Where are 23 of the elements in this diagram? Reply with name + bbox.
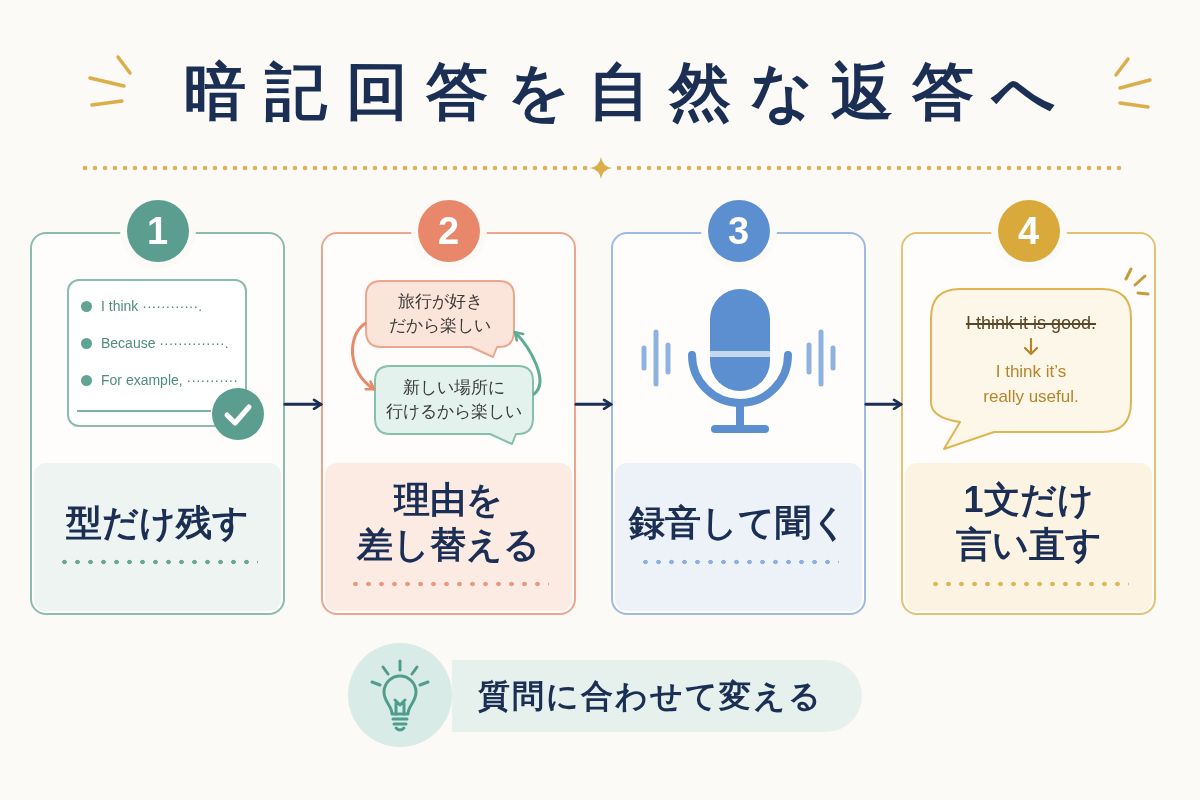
speech-bubble: [930, 288, 1132, 450]
step-title: 理由を差し替える: [357, 478, 540, 567]
tip-text: 質問に合わせて変える: [478, 677, 824, 716]
bubble-text: 旅行が好きだから楽しい: [389, 290, 491, 337]
arrow: [574, 398, 613, 411]
corrected-sentence: I think it’s really useful.: [982, 361, 1080, 408]
arrow: [351, 322, 376, 391]
speech-bubble: [365, 280, 515, 358]
template-line: I think ············.: [101, 297, 203, 316]
tip-banner: [452, 660, 862, 732]
step-title: 1文だけ言い直す: [955, 478, 1102, 567]
speech-bubble: [374, 365, 534, 445]
step-title: 型だけ残す: [66, 500, 249, 545]
title: 暗記回答を自然な返答へ: [183, 54, 1075, 130]
struck-sentence: I think it is good.: [965, 312, 1097, 335]
template-line: For example, ···········: [101, 371, 238, 390]
step-title: 録音して聞く: [629, 500, 848, 545]
arrow: [864, 398, 903, 411]
template-line: Because ··············.: [101, 334, 229, 353]
arrow: [513, 330, 542, 396]
arrow: [283, 398, 323, 411]
template-card: [67, 279, 247, 427]
bubble-text: 新しい場所に行けるから楽しい: [386, 376, 522, 423]
